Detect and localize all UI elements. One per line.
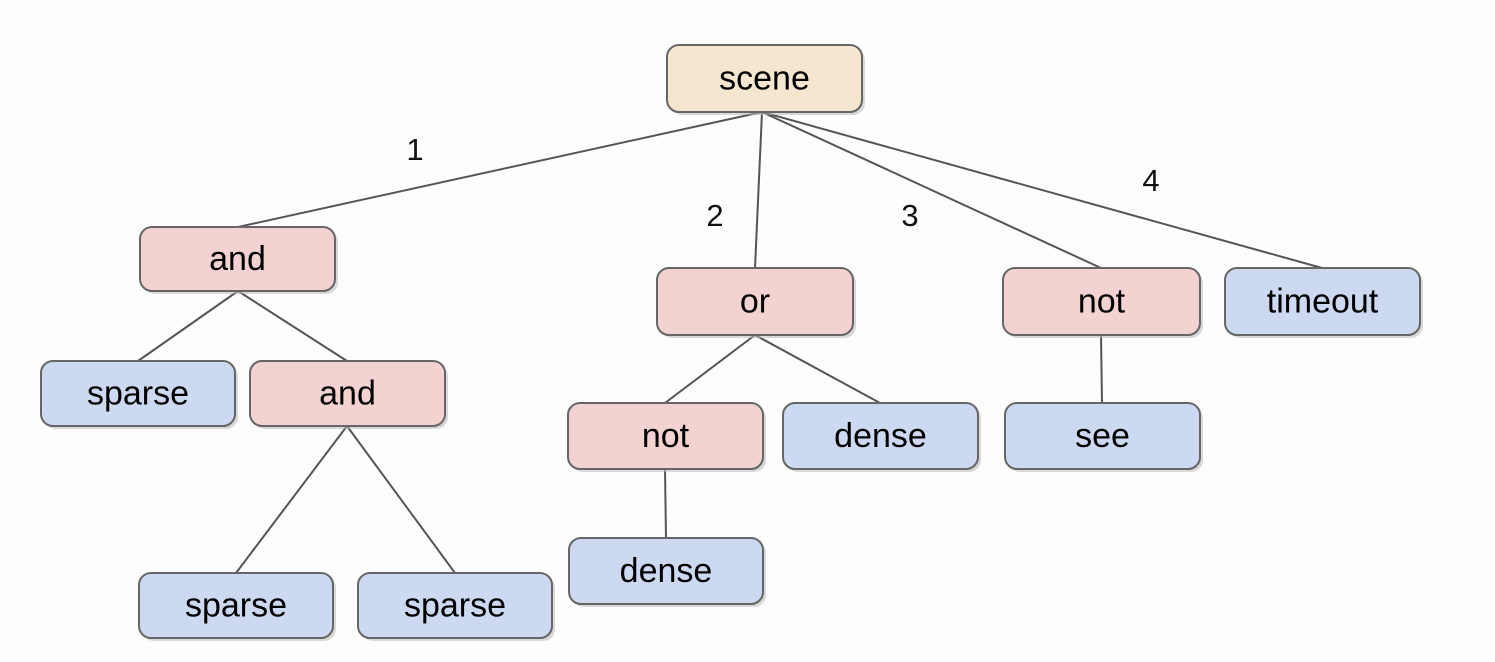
edge-n7-n10 [664, 468, 667, 539]
node-label: see [1075, 417, 1130, 455]
edges-layer [137, 111, 1323, 574]
node-timeout-n4[interactable]: timeout [1224, 267, 1423, 338]
node-scene-n0[interactable]: scene [666, 44, 865, 115]
edge-n0-n2 [754, 111, 763, 269]
edge-label-2: 2 [706, 198, 723, 233]
node-label: sparse [404, 586, 506, 624]
node-box-operator[interactable] [656, 267, 854, 336]
edge-n6-n11 [235, 425, 348, 574]
node-see-n9[interactable]: see [1004, 402, 1203, 472]
node-box-leaf[interactable] [138, 572, 334, 639]
edge-n0-n3 [761, 111, 1102, 269]
node-label: dense [620, 552, 713, 590]
edge-n3-n9 [1100, 334, 1103, 404]
edge-labels-layer: 1 2 3 4 [406, 132, 1159, 233]
edge-label-1: 1 [406, 132, 423, 167]
node-box-leaf[interactable] [1224, 267, 1421, 336]
node-box-leaf[interactable] [1004, 402, 1201, 470]
edge-n0-n1 [237, 111, 763, 228]
nodes-layer: scene and or not timeout sparse and not dense see… [40, 44, 1423, 641]
edge-label-4: 4 [1142, 163, 1159, 198]
node-box-leaf[interactable] [357, 572, 553, 639]
node-label: dense [834, 417, 927, 455]
node-label: or [740, 282, 770, 320]
node-box-operator[interactable] [249, 360, 446, 427]
node-sparse-n5[interactable]: sparse [40, 360, 238, 429]
node-sparse-n12[interactable]: sparse [357, 572, 555, 641]
node-and-n6[interactable]: and [249, 360, 448, 429]
node-label: sparse [185, 586, 287, 624]
node-sparse-n11[interactable]: sparse [138, 572, 336, 641]
node-or-n2[interactable]: or [656, 267, 856, 338]
node-and-n1[interactable]: and [139, 226, 338, 294]
edge-n0-n4 [761, 111, 1323, 269]
node-box-operator[interactable] [567, 402, 764, 470]
edge-n6-n12 [346, 425, 456, 574]
node-box-leaf[interactable] [568, 537, 764, 605]
edge-n2-n7 [664, 334, 756, 404]
edge-n1-n5 [137, 290, 239, 362]
node-box-leaf[interactable] [782, 402, 979, 470]
node-box-operator[interactable] [139, 226, 336, 292]
edge-n2-n8 [754, 334, 881, 404]
node-label: sparse [87, 374, 189, 412]
edge-label-3: 3 [901, 198, 918, 233]
node-not-n3[interactable]: not [1002, 267, 1203, 338]
node-dense-n8[interactable]: dense [782, 402, 981, 472]
edge-n1-n6 [237, 290, 348, 362]
node-label: and [209, 240, 266, 278]
node-box-leaf[interactable] [40, 360, 236, 427]
node-label: scene [719, 59, 810, 97]
node-not-n7[interactable]: not [567, 402, 766, 472]
node-dense-n10[interactable]: dense [568, 537, 766, 607]
node-label: timeout [1267, 282, 1379, 320]
node-label: not [1078, 282, 1126, 320]
node-box-operator[interactable] [1002, 267, 1201, 336]
node-box-root[interactable] [666, 44, 863, 113]
node-label: not [642, 417, 690, 455]
node-label: and [319, 374, 376, 412]
